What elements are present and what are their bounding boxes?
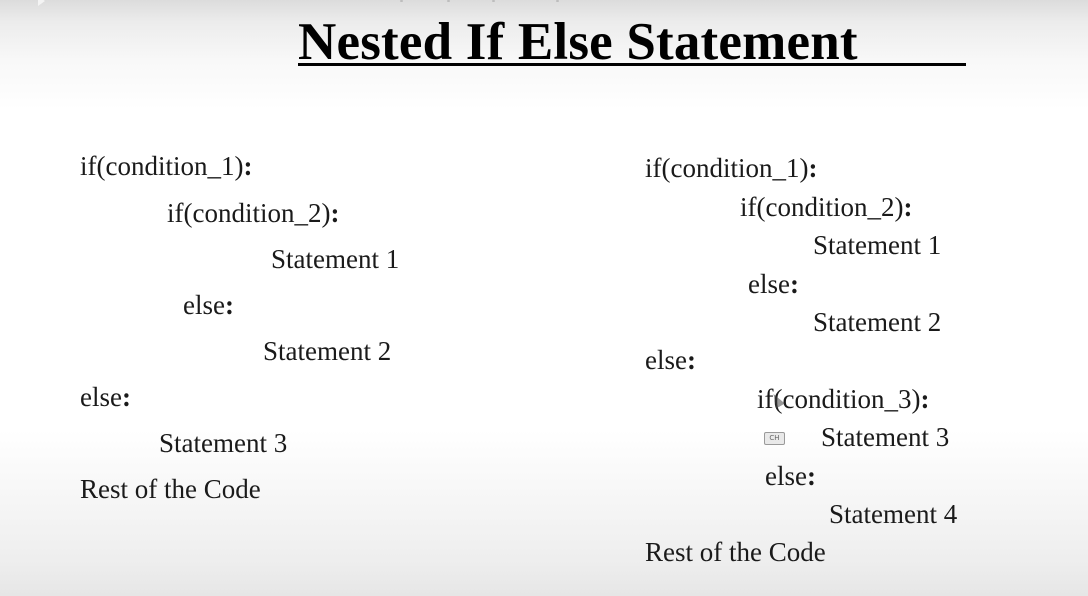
code-text: else (80, 382, 122, 412)
code-text: if(condition_3) (757, 384, 921, 414)
right-code-line-9: else: (765, 460, 816, 492)
progress-marker (492, 0, 495, 2)
code-colon: : (903, 192, 913, 222)
right-code-line-5: Statement 2 (813, 307, 942, 337)
right-code-line-7: if(condition_3): (757, 383, 929, 415)
slide-title: Nested If Else Statement (298, 13, 858, 71)
code-colon: : (224, 290, 234, 320)
right-code-line-6: else: (645, 344, 696, 376)
code-text: if(condition_2) (167, 198, 331, 228)
progress-marker (447, 0, 450, 2)
left-code-line-4: else: (183, 289, 234, 321)
play-icon[interactable] (38, 0, 45, 6)
right-code-line-2: if(condition_2): (740, 191, 912, 223)
left-code-line-2: if(condition_2): (167, 197, 339, 229)
right-code-line-1: if(condition_1): (645, 152, 817, 184)
progress-marker (400, 0, 403, 2)
code-text: else (645, 345, 687, 375)
left-code-line-1: if(condition_1): (80, 150, 252, 182)
code-text: else (183, 290, 225, 320)
right-code-line-3: Statement 1 (813, 230, 942, 260)
code-colon: : (808, 153, 818, 183)
code-colon: : (330, 198, 340, 228)
code-text: if(condition_2) (740, 192, 904, 222)
code-text: else (748, 269, 790, 299)
code-text: else (765, 461, 807, 491)
progress-marker (556, 0, 559, 2)
left-code-line-5: Statement 2 (263, 336, 392, 366)
right-code-line-10: Statement 4 (829, 499, 958, 529)
title-underline (298, 63, 966, 66)
code-colon: : (789, 269, 799, 299)
code-colon: : (806, 461, 816, 491)
left-code-line-7: Statement 3 (159, 428, 288, 458)
code-colon: : (686, 345, 696, 375)
code-colon: : (121, 382, 131, 412)
right-code-line-11: Rest of the Code (645, 537, 826, 567)
code-colon: : (920, 384, 930, 414)
left-code-line-6: else: (80, 381, 131, 413)
left-code-line-8: Rest of the Code (80, 474, 261, 504)
right-code-line-4: else: (748, 268, 799, 300)
left-code-line-3: Statement 1 (271, 244, 400, 274)
code-text: if(condition_1) (80, 151, 244, 181)
code-text: if(condition_1) (645, 153, 809, 183)
right-code-line-8: Statement 3 (821, 422, 950, 452)
code-colon: : (243, 151, 253, 181)
closed-captions-icon[interactable]: CH (764, 432, 785, 445)
